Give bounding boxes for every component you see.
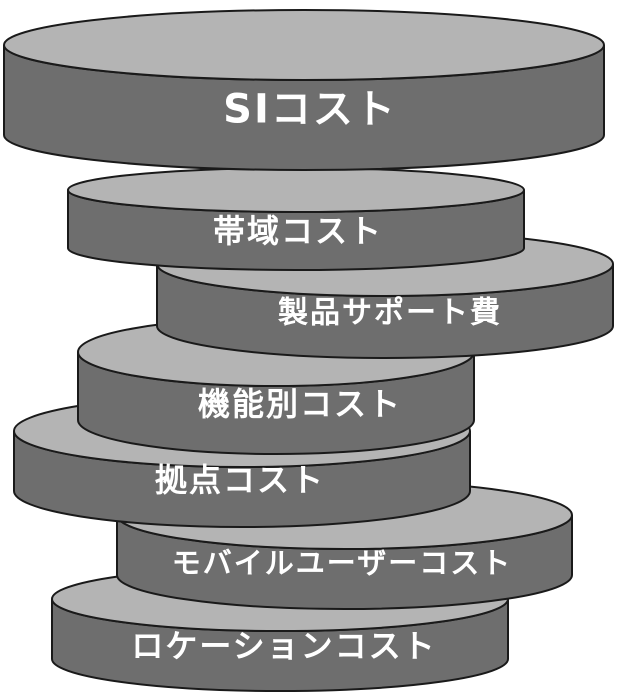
cost-layer-label: 製品サポート費 <box>278 296 502 331</box>
cost-layer-label: 拠点コスト <box>155 461 325 499</box>
cost-layer-label: 機能別コスト <box>198 385 402 423</box>
disc-top <box>67 167 525 213</box>
cost-layer-label: 帯域コスト <box>213 212 383 250</box>
cost-layer-label: ロケーションコスト <box>131 627 436 665</box>
disc-top <box>3 9 605 81</box>
cost-layer: SIコスト <box>3 9 605 171</box>
cost-layer-label: SIコスト <box>223 87 397 133</box>
cost-layer-label: モバイルユーザーコスト <box>172 546 512 580</box>
cost-layer: 帯域コスト <box>67 167 525 271</box>
